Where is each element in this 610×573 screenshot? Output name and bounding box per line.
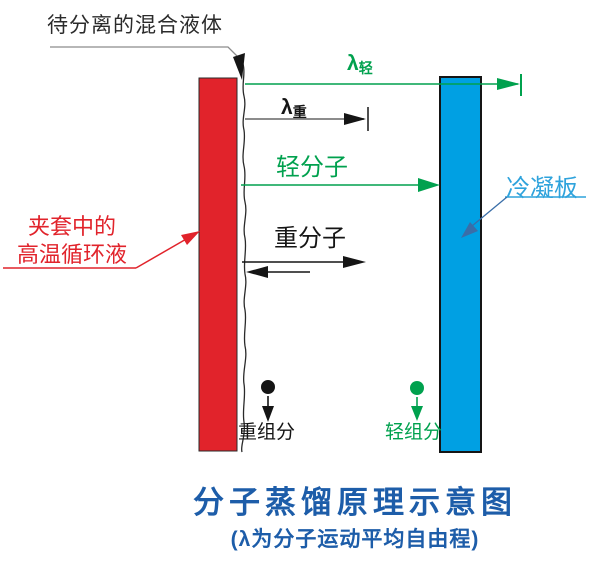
heavy-fraction-label: 重组分 (238, 422, 296, 443)
lambda-heavy-label: λ重 (281, 96, 307, 120)
feed-leader-arrowhead (233, 53, 245, 80)
light-molecule-label: 轻分子 (276, 154, 348, 181)
jacket-leader-line (135, 237, 189, 269)
lambda-symbol: λ (281, 96, 293, 119)
lambda-heavy-subscript: 重 (292, 104, 307, 120)
cold-plate-label: 冷凝板 (506, 175, 578, 202)
light-fraction-dot (410, 381, 424, 395)
heavy-molecule-arrow-right-head (343, 256, 366, 268)
lambda-light-label: λ轻 (347, 52, 373, 76)
lambda-light-arrowhead (497, 78, 520, 90)
heavy-fraction-arrowhead (262, 406, 274, 422)
heavy-fraction-dot (261, 380, 275, 394)
feed-liquid-label: 待分离的混合液体 (47, 14, 223, 37)
liquid-film-wavy-line (240, 63, 247, 453)
diagram-title: 分子蒸馏原理示意图 (193, 485, 517, 520)
light-molecule-arrowhead (418, 178, 440, 192)
jacket-label-line2: 高温循环液 (16, 242, 127, 268)
cold-plate (439, 76, 482, 453)
light-fraction-arrowhead (411, 406, 423, 421)
cold-plate-leader-arrowhead (461, 222, 478, 238)
heavy-molecule-label: 重分子 (274, 225, 346, 252)
heavy-molecule-arrow-left-head (246, 266, 268, 278)
feed-leader-line (50, 46, 239, 58)
cold-plate-leader-line (471, 196, 508, 227)
lambda-symbol: λ (347, 52, 359, 75)
hot-plate (198, 77, 238, 452)
jacket-label-line1: 夹套中的 (27, 214, 116, 239)
diagram-subtitle: (λ为分子运动平均自由程) (230, 528, 480, 551)
lambda-light-subscript: 轻 (358, 60, 373, 76)
jacket-leader-arrowhead (181, 231, 200, 245)
light-fraction-label: 轻组分 (385, 422, 443, 443)
lambda-heavy-arrowhead (344, 113, 366, 125)
jacket-hot-liquid-label: 夹套中的 高温循环液 (2, 214, 142, 268)
